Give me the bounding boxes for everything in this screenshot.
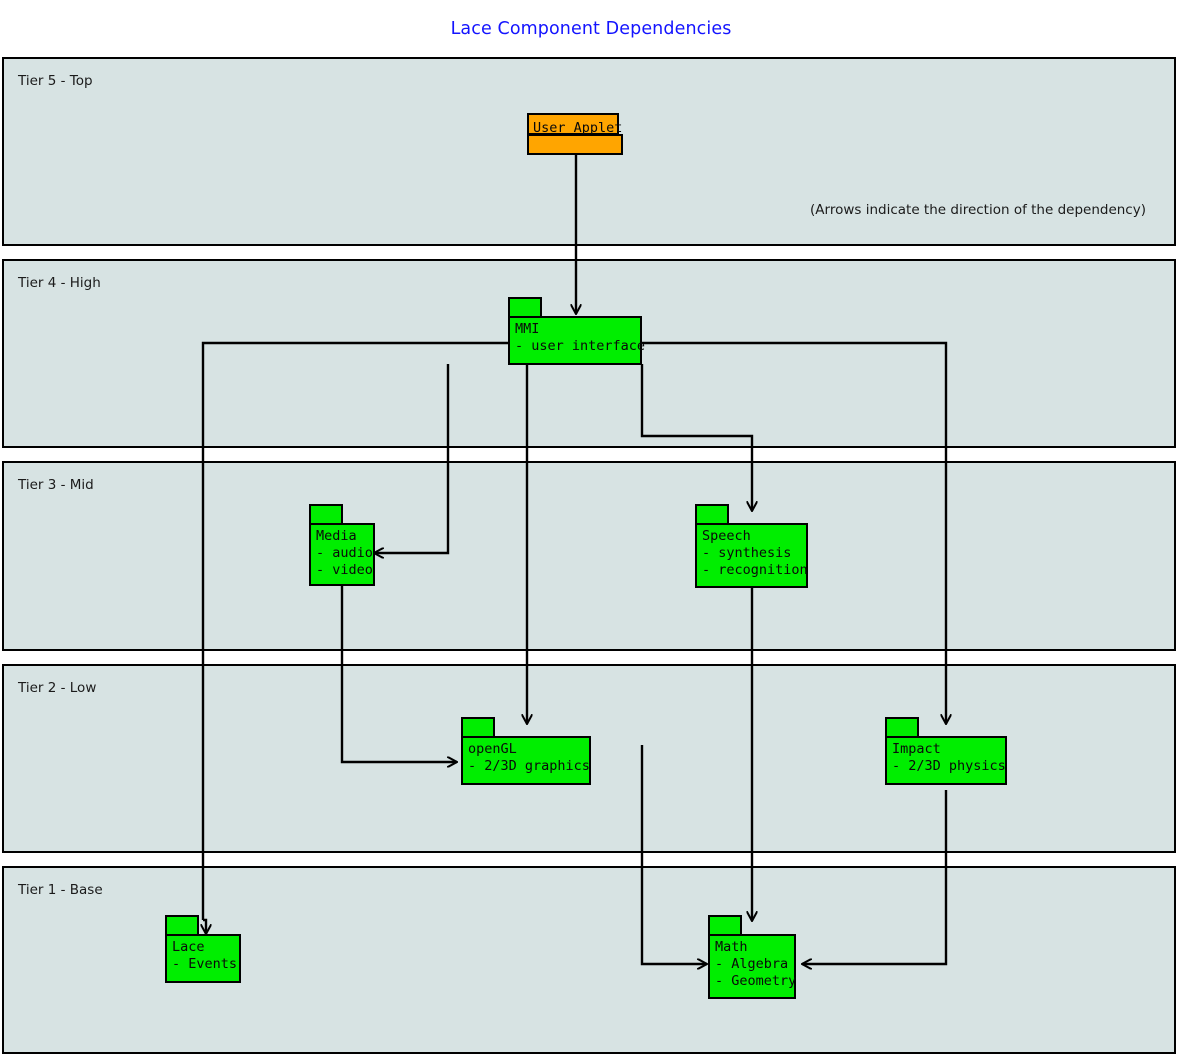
component-item-media-1: - video (316, 562, 373, 578)
page-title: Lace Component Dependencies (450, 19, 732, 39)
component-name-math: Math (715, 939, 748, 955)
component-user-applet[interactable]: User Applet (527, 113, 623, 155)
component-mmi[interactable]: MMI - user interface (508, 297, 646, 365)
component-body-opengl: openGL - 2/3D graphics (461, 736, 591, 785)
component-opengl[interactable]: openGL - 2/3D graphics (461, 717, 591, 785)
component-body-speech: Speech - synthesis - recognition (695, 523, 808, 588)
component-item-speech-1: - recognition (702, 562, 808, 578)
tier-label-tier4: Tier 4 - High (18, 275, 101, 291)
component-name-lace: Lace (172, 939, 205, 955)
component-speech[interactable]: Speech - synthesis - recognition (695, 504, 808, 588)
component-tab-user-applet: User Applet (527, 113, 623, 136)
tier-label-tier3: Tier 3 - Mid (18, 477, 94, 493)
component-item-lace-0: - Events (172, 956, 238, 972)
component-item-mmi-0: - user interface (515, 338, 646, 354)
component-name-media: Media (316, 528, 357, 544)
component-name-speech: Speech (702, 528, 751, 544)
tier-label-tier1: Tier 1 - Base (18, 882, 103, 898)
component-media[interactable]: Media - audio - video (309, 504, 375, 586)
tier-label-tier2: Tier 2 - Low (18, 680, 97, 696)
component-name-mmi: MMI (515, 321, 540, 337)
component-name-impact: Impact (892, 741, 941, 757)
component-body-mmi: MMI - user interface (508, 316, 646, 365)
component-body-impact: Impact - 2/3D physics (885, 736, 1007, 785)
component-body-media: Media - audio - video (309, 523, 375, 586)
component-item-speech-0: - synthesis (702, 545, 792, 561)
component-lace[interactable]: Lace - Events (165, 915, 241, 983)
component-math[interactable]: Math - Algebra - Geometry (708, 915, 796, 999)
tier-band-tier3: Tier 3 - Mid (2, 461, 1176, 651)
component-body-math: Math - Algebra - Geometry (708, 934, 796, 999)
component-name-user-applet: User Applet (533, 120, 623, 136)
arrow-direction-note: (Arrows indicate the direction of the de… (810, 202, 1146, 218)
component-body-lace: Lace - Events (165, 934, 241, 983)
component-body-user-applet (527, 134, 623, 155)
component-item-media-0: - audio (316, 545, 373, 561)
component-item-opengl-0: - 2/3D graphics (468, 758, 590, 774)
tier-label-tier5: Tier 5 - Top (18, 73, 93, 89)
component-item-math-0: - Algebra (715, 956, 789, 972)
component-item-math-1: - Geometry (715, 973, 797, 989)
component-item-impact-0: - 2/3D physics (892, 758, 1006, 774)
component-name-opengl: openGL (468, 741, 517, 757)
component-impact[interactable]: Impact - 2/3D physics (885, 717, 1007, 785)
